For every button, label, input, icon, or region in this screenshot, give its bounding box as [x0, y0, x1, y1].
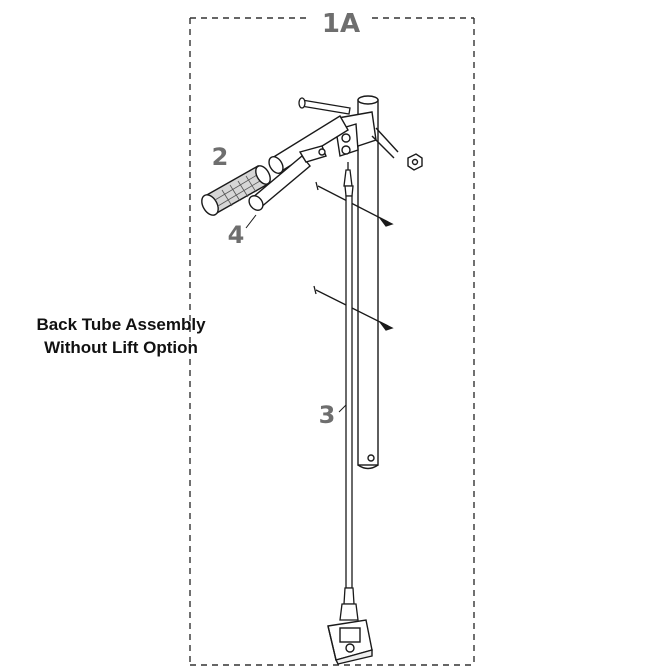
cable-tie-lower	[313, 285, 394, 331]
callout-3: 3	[319, 401, 336, 429]
cable-end-fitting	[327, 619, 373, 665]
bolt	[298, 97, 351, 115]
caption-line-1: Back Tube Assembly	[36, 315, 206, 334]
callout-4: 4	[228, 221, 245, 249]
callout-2: 2	[212, 143, 229, 171]
group-label: 1A	[322, 9, 360, 39]
handle-tube	[268, 115, 349, 174]
clamp-bracket	[335, 111, 399, 159]
callout-leaders	[245, 214, 347, 413]
release-cable	[339, 162, 359, 621]
back-tube	[357, 95, 379, 470]
caption-line-2: Without Lift Option	[44, 338, 198, 357]
cable-tie-upper	[315, 181, 394, 227]
hand-grip	[201, 165, 271, 216]
group-frame	[189, 17, 475, 666]
nut	[407, 153, 423, 171]
lever	[248, 145, 327, 211]
